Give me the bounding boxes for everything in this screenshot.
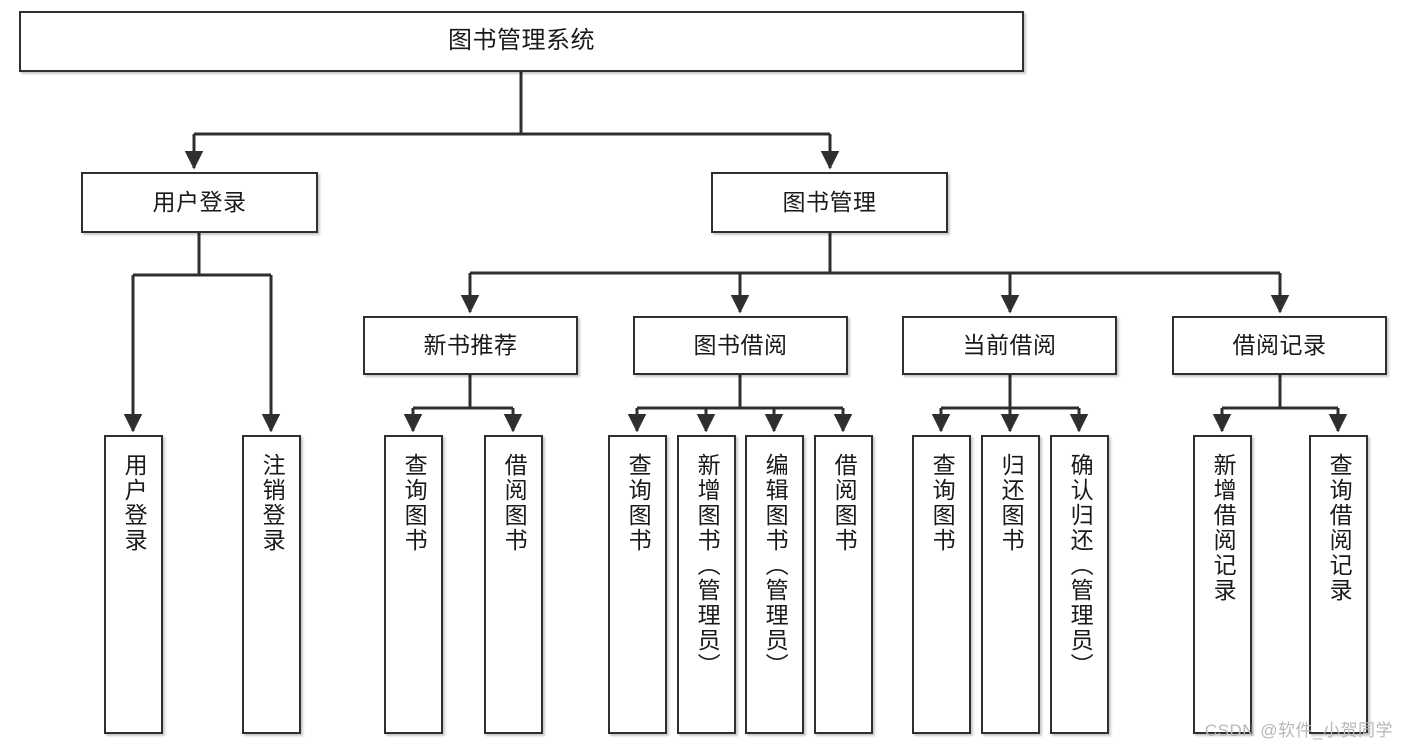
leaf-logout-label: 注销登录 bbox=[259, 453, 286, 553]
leaf-add-book-label: 新增图书（管理员） bbox=[694, 453, 721, 678]
leaf-return-book[interactable]: 归还图书 bbox=[981, 435, 1040, 734]
leaf-add-book[interactable]: 新增图书（管理员） bbox=[677, 435, 736, 734]
leaf-query-book-borrow[interactable]: 查询图书 bbox=[608, 435, 667, 734]
leaf-query-book-current[interactable]: 查询图书 bbox=[912, 435, 971, 734]
leaf-logout[interactable]: 注销登录 bbox=[242, 435, 301, 734]
node-user-login[interactable]: 用户登录 bbox=[81, 172, 318, 233]
leaf-edit-book-label: 编辑图书（管理员） bbox=[762, 453, 789, 678]
leaf-user-login[interactable]: 用户登录 bbox=[104, 435, 163, 734]
node-root-label: 图书管理系统 bbox=[448, 27, 595, 55]
node-current-borrow[interactable]: 当前借阅 bbox=[902, 316, 1117, 375]
leaf-query-borrow-record-label: 查询借阅记录 bbox=[1326, 453, 1353, 603]
leaf-return-book-label: 归还图书 bbox=[998, 453, 1025, 553]
node-book-manage-label: 图书管理 bbox=[782, 188, 877, 215]
leaf-add-borrow-record[interactable]: 新增借阅记录 bbox=[1193, 435, 1252, 734]
node-book-borrow[interactable]: 图书借阅 bbox=[633, 316, 848, 375]
leaf-add-borrow-record-label: 新增借阅记录 bbox=[1210, 453, 1237, 603]
leaf-query-book-current-label: 查询图书 bbox=[929, 453, 956, 553]
leaf-query-book-new-label: 查询图书 bbox=[401, 453, 428, 553]
node-root[interactable]: 图书管理系统 bbox=[19, 11, 1024, 72]
node-current-borrow-label: 当前借阅 bbox=[962, 331, 1057, 358]
leaf-edit-book[interactable]: 编辑图书（管理员） bbox=[745, 435, 804, 734]
leaf-borrow-book-new[interactable]: 借阅图书 bbox=[484, 435, 543, 734]
node-book-borrow-label: 图书借阅 bbox=[693, 331, 788, 358]
leaf-borrow-book-borrow-label: 借阅图书 bbox=[831, 453, 858, 553]
csdn-watermark: CSDN @软件_小贺同学 bbox=[1204, 721, 1393, 740]
leaf-borrow-book-new-label: 借阅图书 bbox=[501, 453, 528, 553]
leaf-borrow-book-borrow[interactable]: 借阅图书 bbox=[814, 435, 873, 734]
leaf-user-login-label: 用户登录 bbox=[121, 453, 148, 553]
leaf-confirm-return-label: 确认归还（管理员） bbox=[1067, 453, 1094, 678]
leaf-query-book-borrow-label: 查询图书 bbox=[625, 453, 652, 553]
node-book-manage[interactable]: 图书管理 bbox=[711, 172, 948, 233]
leaf-query-borrow-record[interactable]: 查询借阅记录 bbox=[1309, 435, 1368, 734]
leaf-confirm-return[interactable]: 确认归还（管理员） bbox=[1050, 435, 1109, 734]
node-user-login-label: 用户登录 bbox=[152, 188, 247, 215]
node-new-book-recommend-label: 新书推荐 bbox=[423, 331, 518, 358]
node-new-book-recommend[interactable]: 新书推荐 bbox=[363, 316, 578, 375]
node-borrow-record[interactable]: 借阅记录 bbox=[1172, 316, 1387, 375]
node-borrow-record-label: 借阅记录 bbox=[1232, 331, 1327, 358]
leaf-query-book-new[interactable]: 查询图书 bbox=[384, 435, 443, 734]
